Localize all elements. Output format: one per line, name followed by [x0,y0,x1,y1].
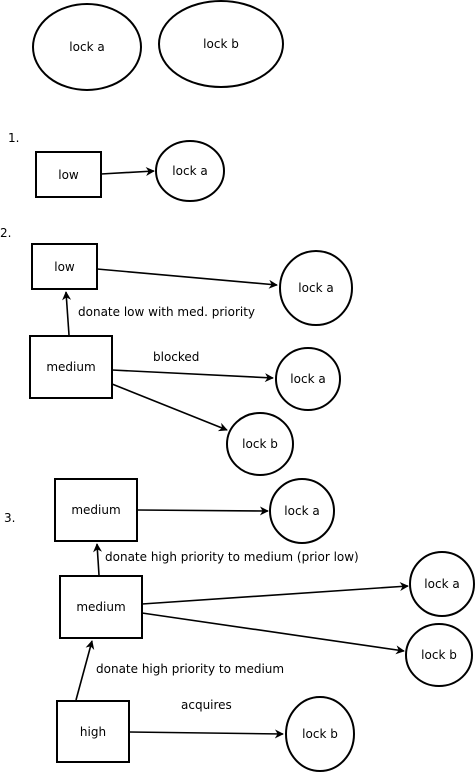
step3-lock-a-node: lock a [409,551,475,617]
low-label: low [58,168,79,182]
step-2-number: 2. [0,226,11,240]
step3-donate-prior-low-arrow [93,543,103,576]
lock-b-label: lock b [302,727,338,741]
step2-lock-a-top-node: lock a [279,250,353,326]
high-label: high [80,725,106,739]
step3-medium-to-lock-a-arrow [141,582,409,605]
step2-lock-b-node: lock b [226,412,294,476]
step3-medium-top-to-lock-a-arrow [136,506,269,516]
step2-medium-node: medium [29,335,113,399]
step2-medium-to-lock-a-arrow [111,369,274,383]
step-1-number: 1. [8,131,19,145]
medium-label: medium [46,360,95,374]
lock-a-label: lock a [284,504,319,518]
step1-low-node: low [35,151,102,198]
step-3-number: 3. [4,511,15,525]
lock-a-label: lock a [69,40,104,54]
step3-medium-top-node: medium [54,478,138,542]
step1-low-to-lock-a-arrow [100,166,155,176]
medium-label: medium [71,503,120,517]
step2-lock-a-node: lock a [275,347,341,411]
step3-lock-b-node: lock b [405,623,473,687]
acquires-label: acquires [181,698,232,712]
step2-medium-to-lock-b-arrow [111,383,228,432]
low-label: low [54,260,75,274]
lock-b-node-top: lock b [158,0,284,88]
lock-a-label: lock a [424,577,459,591]
step3-medium-to-lock-b-arrow [141,612,405,655]
lock-b-label: lock b [203,37,239,51]
step2-low-to-lock-a-arrow [96,268,278,289]
blocked-label: blocked [153,350,199,364]
lock-a-label: lock a [298,281,333,295]
donate-low-label: donate low with med. priority [78,305,255,319]
step3-high-to-lock-b-arrow [128,729,284,739]
donate-high-label: donate high priority to medium [96,662,284,676]
step2-donate-arrow [62,291,72,336]
medium-label: medium [76,600,125,614]
step3-lock-a-top-node: lock a [269,478,335,544]
lock-b-label: lock b [242,437,278,451]
step2-low-node: low [31,243,98,290]
step3-lock-b-bottom-node: lock b [285,696,355,772]
lock-b-label: lock b [421,648,457,662]
donate-high-prior-low-label: donate high priority to medium (prior lo… [105,550,359,564]
step3-high-node: high [56,700,130,763]
step1-lock-a-node: lock a [155,140,225,202]
lock-a-label: lock a [172,164,207,178]
lock-a-label: lock a [290,372,325,386]
step3-donate-high-arrow [75,640,95,701]
lock-a-node-top: lock a [32,3,142,91]
step3-medium-node: medium [59,575,143,639]
